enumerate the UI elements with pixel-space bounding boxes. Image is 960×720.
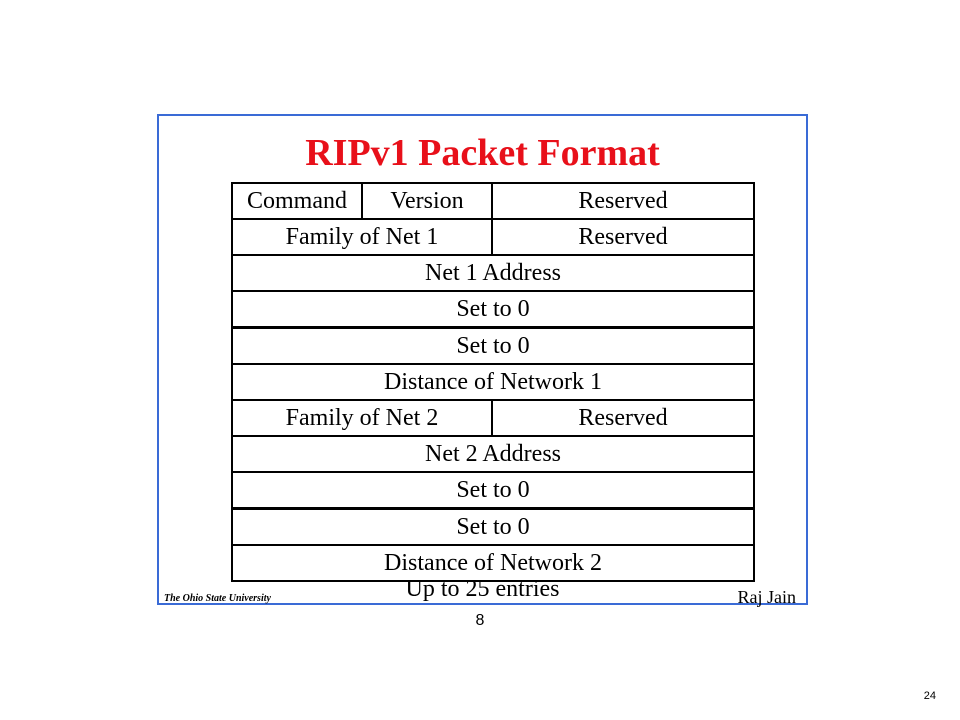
packet-row: Net 2 Address (230, 435, 756, 473)
packet-field: Reserved (490, 182, 756, 220)
page-number: 24 (923, 690, 936, 702)
packet-row: Set to 0 (230, 326, 756, 365)
packet-field: Set to 0 (230, 326, 756, 365)
packet-field: Distance of Network 2 (230, 544, 756, 582)
packet-field: Command (231, 182, 363, 220)
packet-row: Set to 0 (230, 471, 756, 510)
packet-field: Version (361, 182, 493, 220)
packet-field: Net 2 Address (230, 435, 756, 473)
packet-field: Reserved (490, 218, 756, 256)
packet-field: Set to 0 (230, 507, 756, 546)
packet-field: Family of Net 1 (231, 218, 493, 256)
packet-row: Distance of Network 1 (230, 363, 756, 401)
slide-number: 8 (475, 612, 485, 629)
packet-field: Family of Net 2 (231, 399, 493, 437)
packet-field: Reserved (490, 399, 756, 437)
author-label: Raj Jain (737, 587, 797, 607)
university-label: The Ohio State University (164, 593, 271, 604)
packet-row: Set to 0 (230, 507, 756, 546)
slide-title: RIPv1 Packet Format (305, 132, 660, 174)
entries-note: Up to 25 entries (405, 576, 560, 602)
packet-row: Set to 0 (230, 290, 756, 329)
packet-row: Distance of Network 2 (230, 544, 756, 582)
packet-field: Distance of Network 1 (230, 363, 756, 401)
packet-row: Net 1 Address (230, 254, 756, 292)
packet-field: Set to 0 (230, 290, 756, 329)
packet-field: Set to 0 (230, 471, 756, 510)
packet-field: Net 1 Address (230, 254, 756, 292)
